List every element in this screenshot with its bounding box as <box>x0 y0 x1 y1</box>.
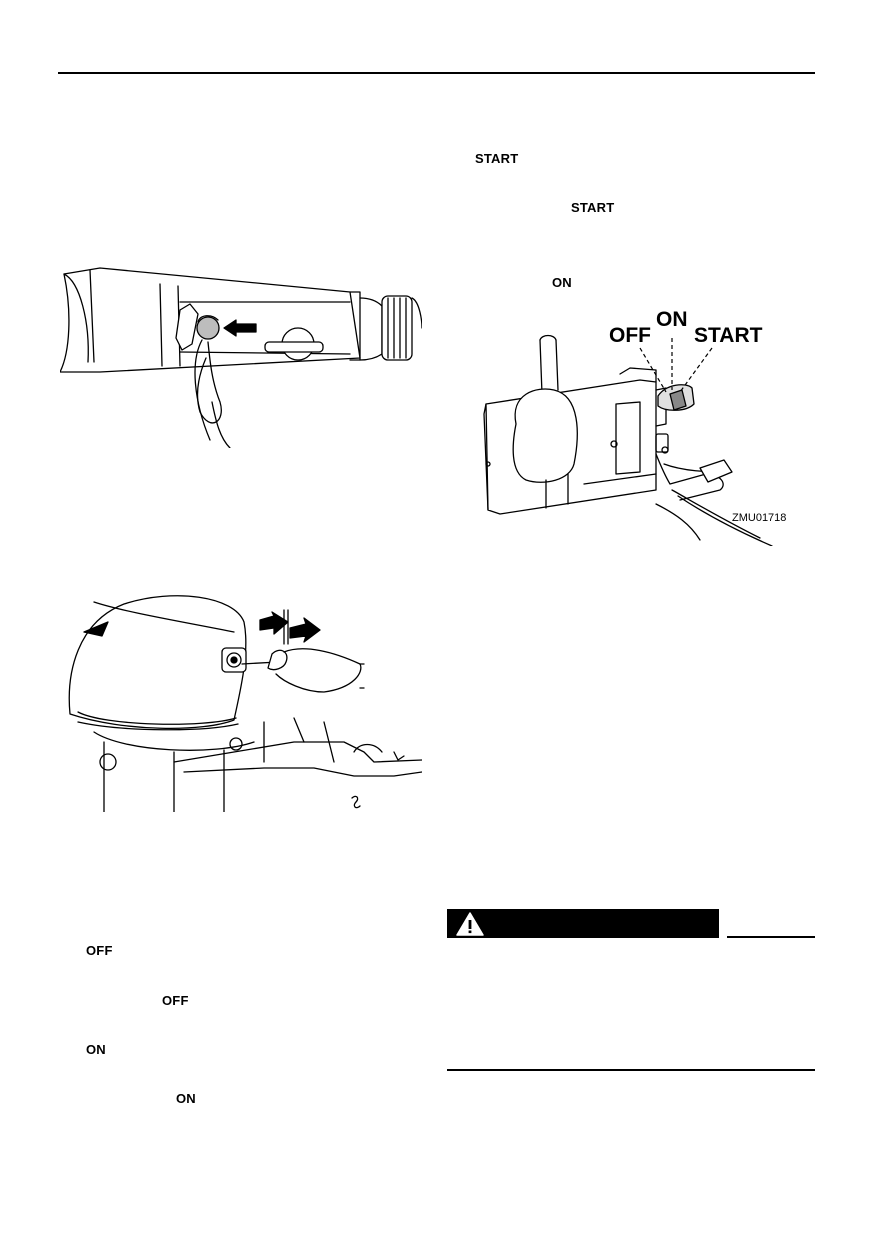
label-on: ON <box>656 308 688 331</box>
warning-header-bar <box>447 909 719 938</box>
figure-code: ZMU01718 <box>732 512 787 524</box>
remote-control-figure <box>483 334 773 546</box>
keyword-on-right: ON <box>552 275 572 290</box>
label-start: START <box>694 324 763 347</box>
keyword-on-2: ON <box>176 1091 196 1106</box>
keyword-start-2: START <box>571 200 615 215</box>
label-off: OFF <box>609 324 651 347</box>
keyword-off-2: OFF <box>162 993 189 1008</box>
tiller-lanyard-figure <box>60 267 422 448</box>
warning-header-line <box>727 936 815 938</box>
keyword-start-1: START <box>475 151 519 166</box>
warning-triangle-icon <box>456 912 484 936</box>
keyword-on-1: ON <box>86 1042 106 1057</box>
keyword-off-1: OFF <box>86 943 113 958</box>
warning-end-rule <box>447 1069 815 1071</box>
header-rule <box>58 72 815 74</box>
outboard-motor-figure <box>68 595 422 812</box>
